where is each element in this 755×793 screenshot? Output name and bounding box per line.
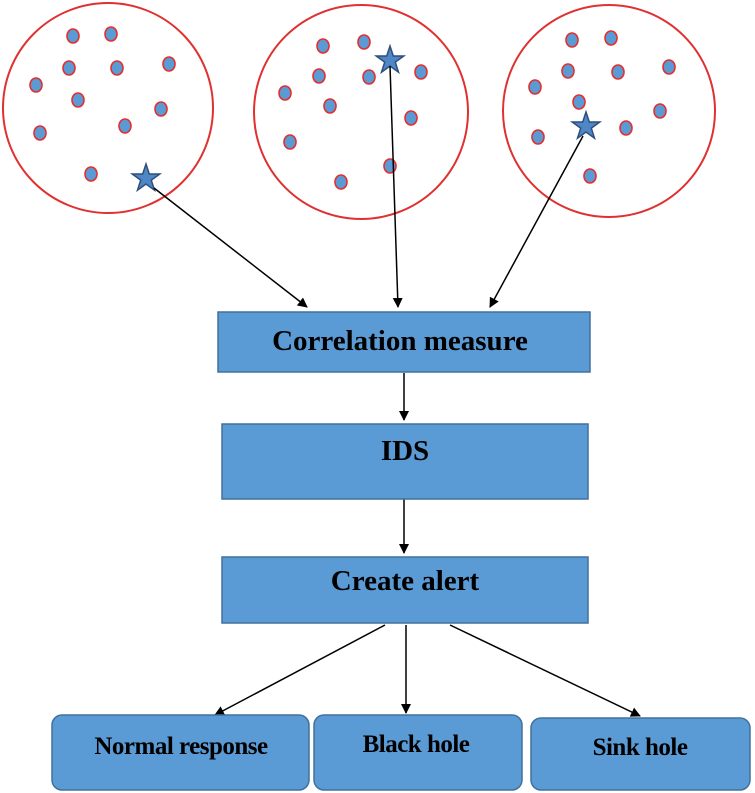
correlation-box-label: Correlation measure <box>272 325 528 357</box>
cluster-3-boundary <box>502 4 716 218</box>
black-hole-box: Black hole <box>313 714 523 791</box>
sensor-node <box>604 30 618 46</box>
alert-box: Create alert <box>221 556 589 624</box>
sensor-node <box>653 103 667 119</box>
ids-box: IDS <box>221 423 589 500</box>
sensor-node <box>414 64 428 80</box>
cluster-2 <box>253 4 469 220</box>
cluster-3-nodes <box>528 30 676 184</box>
sensor-node <box>362 69 376 85</box>
cluster-1-boundary <box>2 2 214 214</box>
normal-response-box-shape <box>51 714 310 791</box>
sensor-node <box>528 79 542 95</box>
cluster-1 <box>2 2 214 214</box>
sensor-node <box>104 26 118 42</box>
ids-box-label: IDS <box>381 435 429 467</box>
sensor-node <box>110 60 124 76</box>
connectors <box>153 65 641 717</box>
cluster-2-boundary <box>253 4 469 220</box>
sensor-node <box>29 77 43 93</box>
arrow-alert-to-sinkhole <box>449 624 641 717</box>
alert-box-shape <box>221 556 589 624</box>
sensor-node <box>357 34 371 50</box>
arrow-cluster1-to-correlation <box>153 187 308 308</box>
sink-hole-box: Sink hole <box>530 717 751 791</box>
alert-box-label: Create alert <box>331 565 480 597</box>
sensor-node <box>283 134 297 150</box>
sensor-node <box>312 68 326 84</box>
sensor-node <box>62 60 76 76</box>
sensor-node <box>316 38 330 54</box>
arrow-cluster3-to-correlation <box>489 135 584 308</box>
cluster-2-nodes <box>278 34 428 190</box>
sensor-node <box>66 28 80 44</box>
sensor-node <box>583 168 597 184</box>
arrow-cluster2-to-correlation <box>389 65 403 308</box>
sensor-node <box>611 64 625 80</box>
normal-response-box-label: Normal response <box>94 733 268 760</box>
correlation-box-shape <box>217 311 591 373</box>
sensor-node <box>561 63 575 79</box>
sink-hole-box-label: Sink hole <box>593 734 688 761</box>
black-hole-box-shape <box>313 714 523 791</box>
cluster-3 <box>502 4 716 218</box>
monitor-star-icon <box>129 161 163 193</box>
sensor-node <box>33 125 47 141</box>
black-hole-box-label: Black hole <box>363 731 470 758</box>
sensor-node <box>323 98 337 114</box>
sensor-node <box>334 174 348 190</box>
sensor-node <box>662 59 676 75</box>
monitor-star-icon <box>569 109 603 141</box>
arrow-alert-to-normal <box>214 624 386 716</box>
sensor-node <box>71 92 85 108</box>
correlation-box: Correlation measure <box>217 311 591 373</box>
sensor-node <box>278 85 292 101</box>
sensor-node <box>619 120 633 136</box>
sink-hole-box-shape <box>530 717 751 791</box>
normal-response-box: Normal response <box>51 714 310 791</box>
ids-box-shape <box>221 423 589 500</box>
sensor-node <box>572 94 586 110</box>
sensor-node <box>84 166 98 182</box>
sensor-node <box>162 56 176 72</box>
sensor-node <box>565 32 579 48</box>
sensor-node <box>154 101 168 117</box>
cluster-1-nodes <box>29 26 176 182</box>
sensor-node <box>404 110 418 126</box>
sensor-node <box>118 118 132 134</box>
sensor-node <box>531 129 545 145</box>
